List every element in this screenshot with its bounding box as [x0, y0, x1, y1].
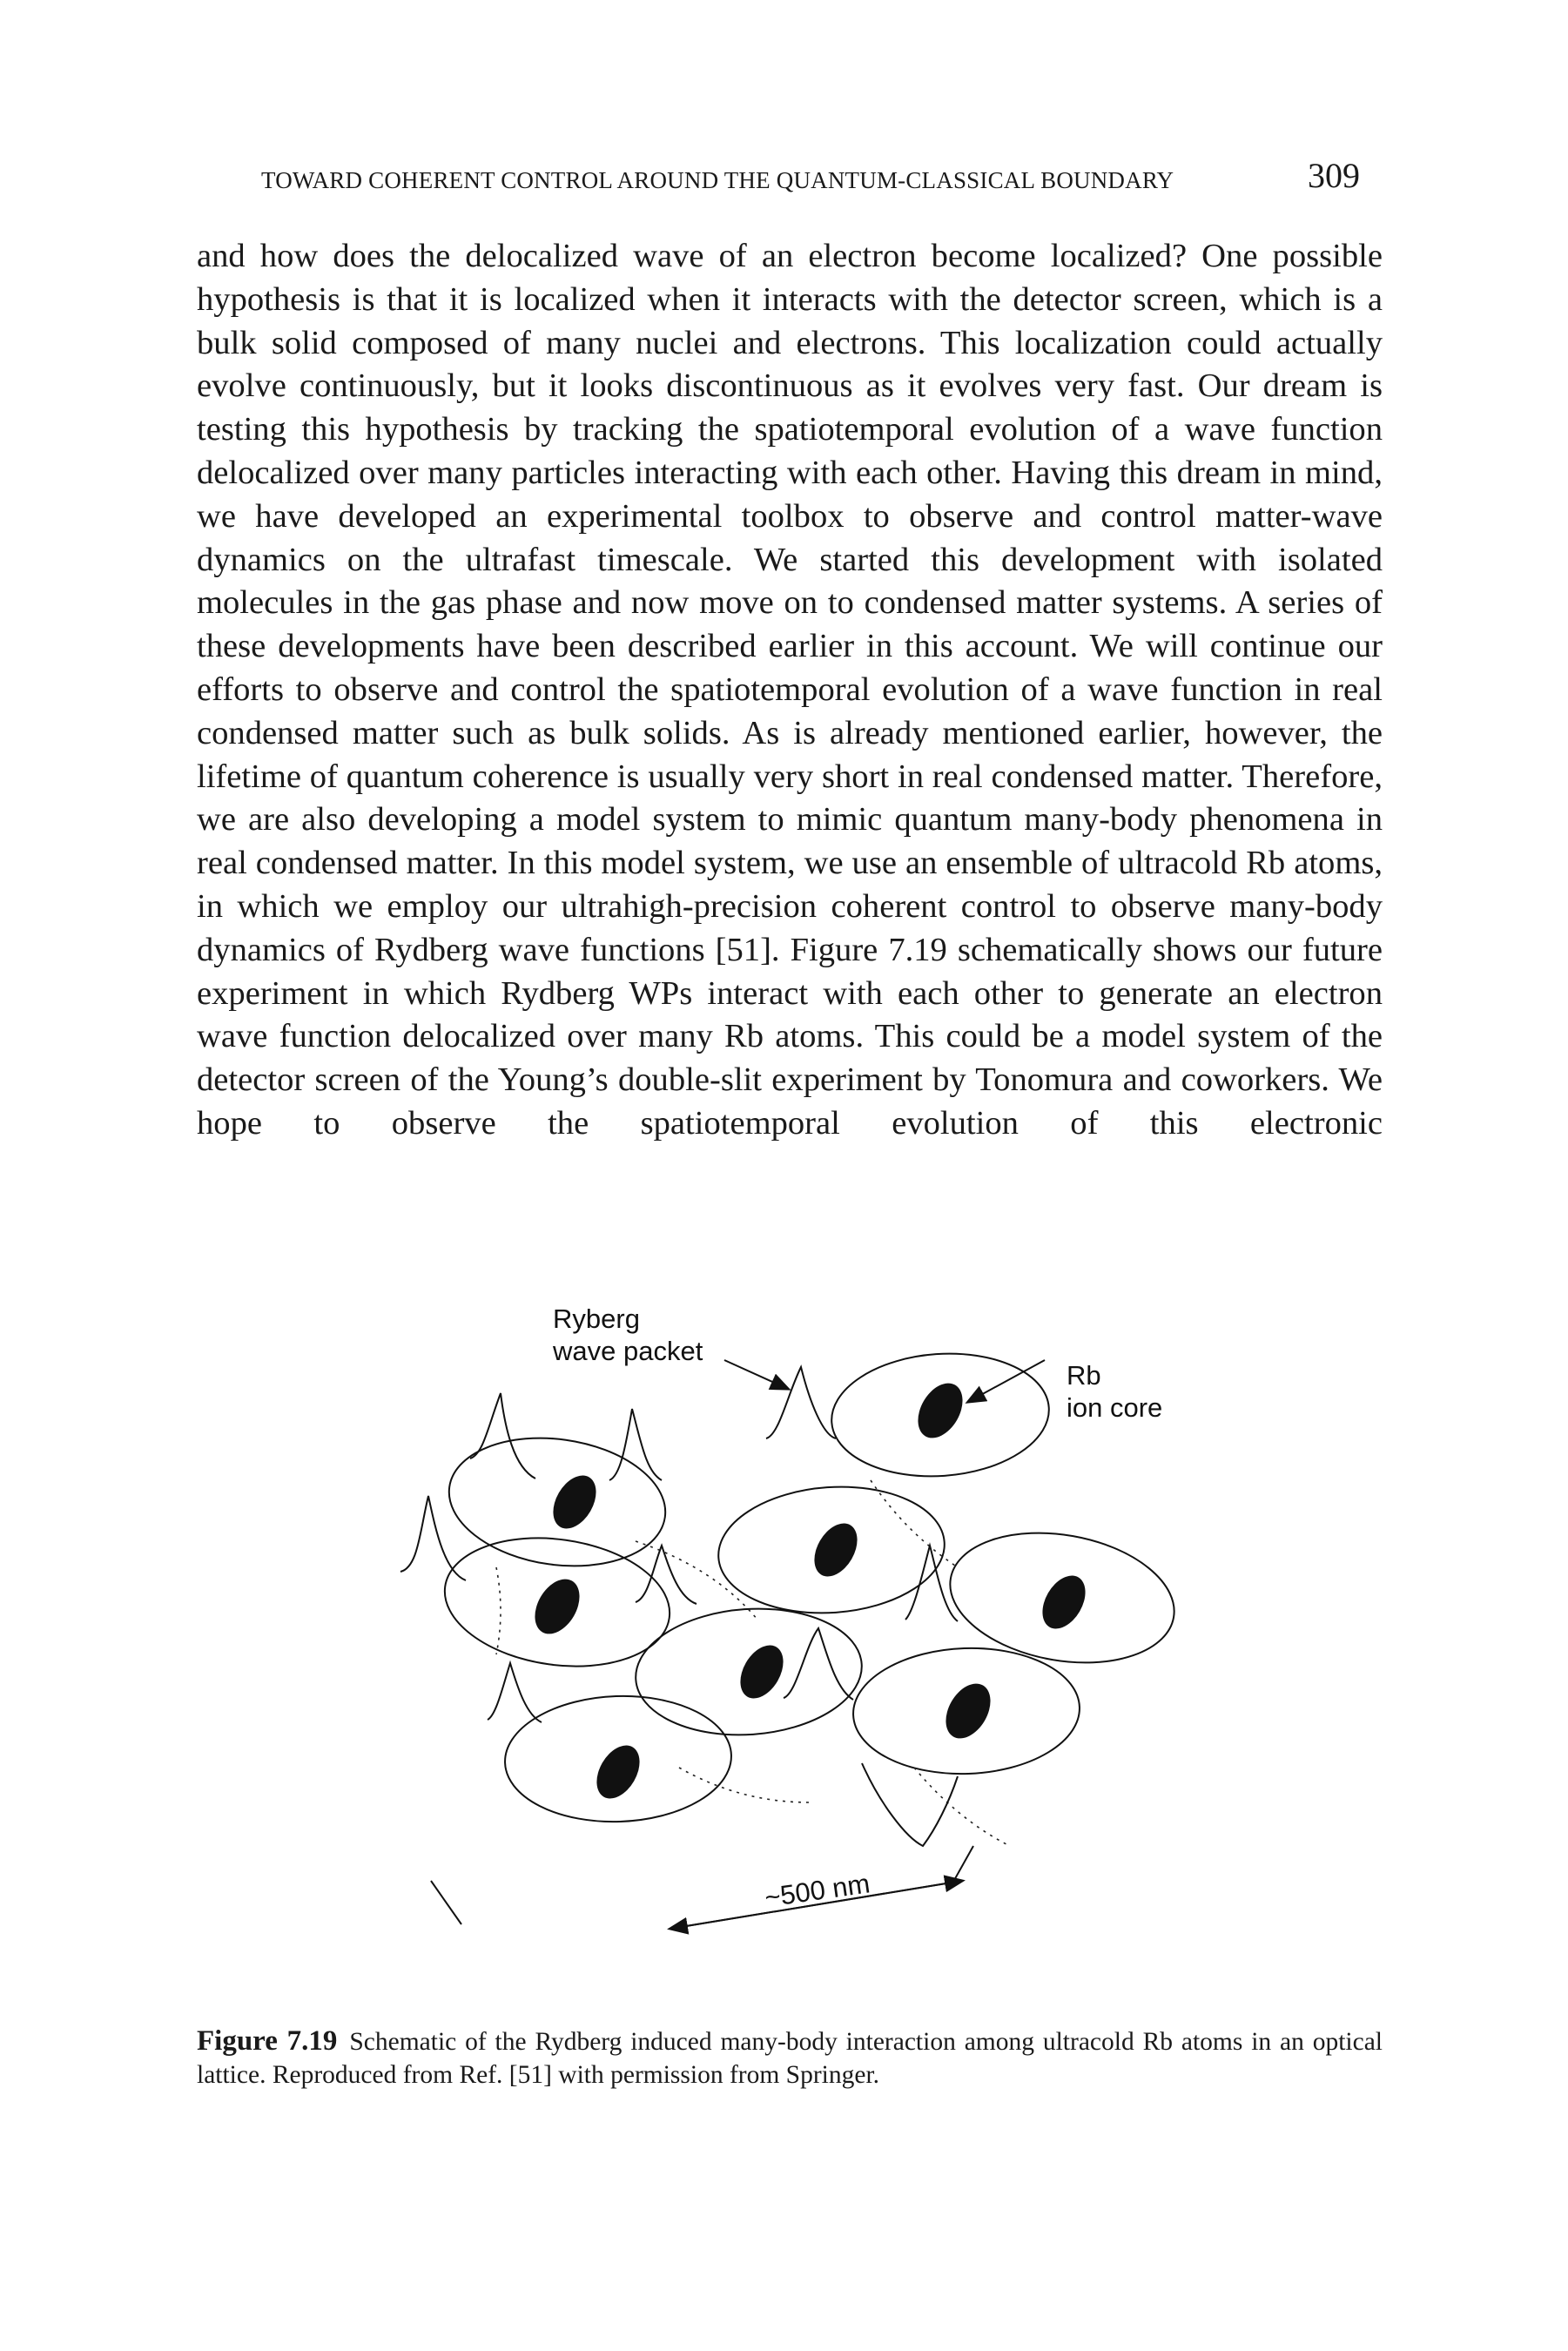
- ion-cores: [535, 1383, 1086, 1799]
- wave-packet: [765, 1364, 837, 1439]
- caption-text: Schematic of the Rydberg induced many-bo…: [197, 2028, 1383, 2089]
- interaction-traces: [495, 1479, 1011, 1847]
- orbit-ellipse: [852, 1647, 1080, 1775]
- rb-ion-core: [596, 1745, 640, 1799]
- lattice-schematic: Ryberg wave packet Rb ion core ~500 nm: [400, 1303, 1175, 1935]
- rb-ion-core: [946, 1683, 991, 1739]
- rb-ion-core: [740, 1645, 784, 1699]
- body-paragraph: and how does the delocalized wave of an …: [197, 238, 1383, 1142]
- label-distance: ~500 nm: [763, 1868, 871, 1913]
- figure-rydberg-lattice: Ryberg wave packet Rb ion core ~500 nm: [348, 1280, 1236, 1968]
- label-wavepacket-line1: Ryberg: [553, 1303, 640, 1334]
- orbit-ellipse: [504, 1694, 732, 1823]
- wavepacket-pointer-arrow: [723, 1359, 791, 1391]
- orbit-ellipse: [831, 1352, 1050, 1478]
- rb-ion-core: [535, 1579, 580, 1634]
- wave-packet: [609, 1408, 663, 1481]
- wave-packet: [783, 1626, 854, 1701]
- rb-ion-core: [814, 1523, 858, 1577]
- wave-packet: [400, 1495, 467, 1581]
- callout-arrows: [430, 1359, 1046, 1935]
- running-head: TOWARD COHERENT CONTROL AROUND THE QUANT…: [261, 155, 1360, 207]
- ion-core-pointer-arrow: [965, 1359, 1046, 1404]
- page-number: 309: [1308, 156, 1360, 195]
- wave-packets: [400, 1364, 959, 1848]
- wave-packet: [861, 1762, 959, 1848]
- rb-ion-core: [918, 1383, 963, 1438]
- interaction-trace: [913, 1767, 1011, 1847]
- wave-packet: [469, 1392, 536, 1479]
- wave-packet: [635, 1543, 697, 1605]
- caption-label: Figure 7.19: [197, 2025, 338, 2057]
- orbit-ellipse: [448, 1437, 667, 1567]
- interaction-trace: [495, 1566, 501, 1655]
- orbit-ellipse: [949, 1532, 1175, 1664]
- interaction-trace: [678, 1767, 811, 1803]
- orbit-ellipse: [717, 1485, 946, 1614]
- running-title: TOWARD COHERENT CONTROL AROUND THE QUANT…: [261, 167, 1174, 193]
- dimension-arrow: [667, 1880, 963, 1935]
- dimension-tick: [430, 1880, 462, 1925]
- label-wavepacket-line2: wave packet: [552, 1336, 703, 1366]
- rb-ion-core: [1042, 1575, 1086, 1629]
- orbit-ellipses: [443, 1352, 1175, 1823]
- label-rb-line2: ion core: [1067, 1392, 1162, 1423]
- wave-packet: [487, 1660, 542, 1723]
- orbit-ellipse: [443, 1537, 671, 1667]
- wave-packet: [905, 1542, 959, 1622]
- interaction-trace: [870, 1479, 959, 1568]
- orbit-ellipse: [635, 1607, 863, 1736]
- rb-ion-core: [553, 1475, 596, 1529]
- label-rb-line1: Rb: [1067, 1360, 1101, 1391]
